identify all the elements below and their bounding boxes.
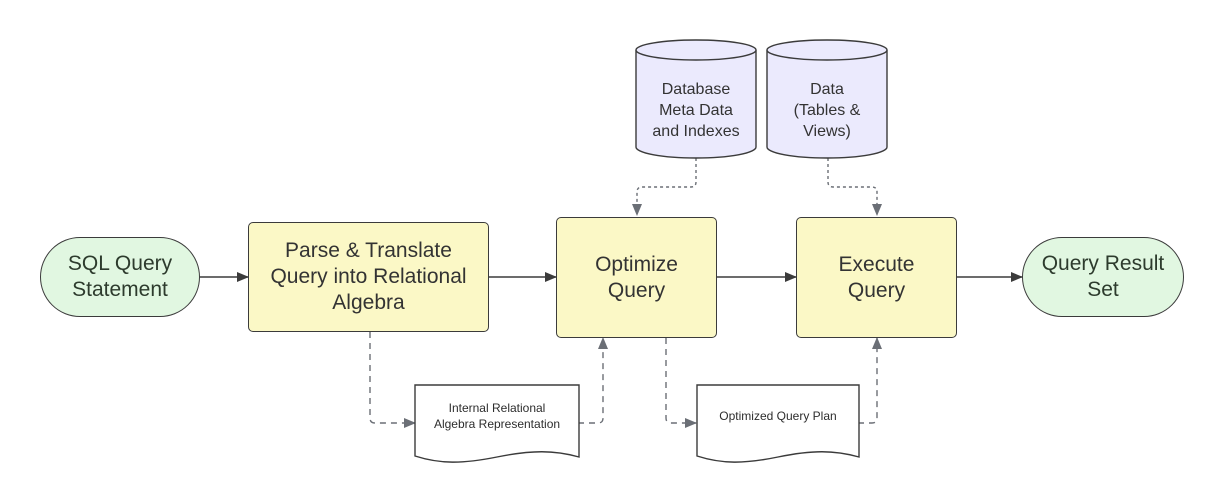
query-result-set-terminal: Query Result Set [1022, 237, 1184, 317]
optimize-query-process: Optimize Query [556, 217, 717, 338]
database-metadata-label: Database Meta Data and Indexes [652, 80, 740, 140]
parse-translate-process: Parse & Translate Query into Relational … [248, 222, 489, 332]
execute-query-process: Execute Query [796, 217, 957, 338]
arrow-data-to-execute [827, 158, 882, 216]
optimized-query-plan-label: Optimized Query Plan [719, 409, 837, 423]
arrow-plan-to-execute [858, 337, 882, 424]
sql-query-statement-terminal: SQL Query Statement [40, 237, 200, 317]
internal-representation-document-shape [414, 384, 580, 463]
arrow-parse-to-internal-rep [369, 332, 416, 428]
data-tables-views-cylinder-shape [766, 39, 888, 159]
database-metadata-cylinder-shape [635, 39, 757, 159]
optimized-query-plan-document-shape [696, 384, 860, 463]
data-tables-views-label: Data (Tables & Views) [793, 80, 861, 140]
arrow-internal-rep-to-optimize [578, 337, 608, 424]
arrow-metadata-to-optimize [632, 158, 697, 216]
internal-representation-label: Internal Relational Algebra Representati… [433, 401, 561, 431]
arrow-optimize-to-plan [665, 338, 697, 428]
